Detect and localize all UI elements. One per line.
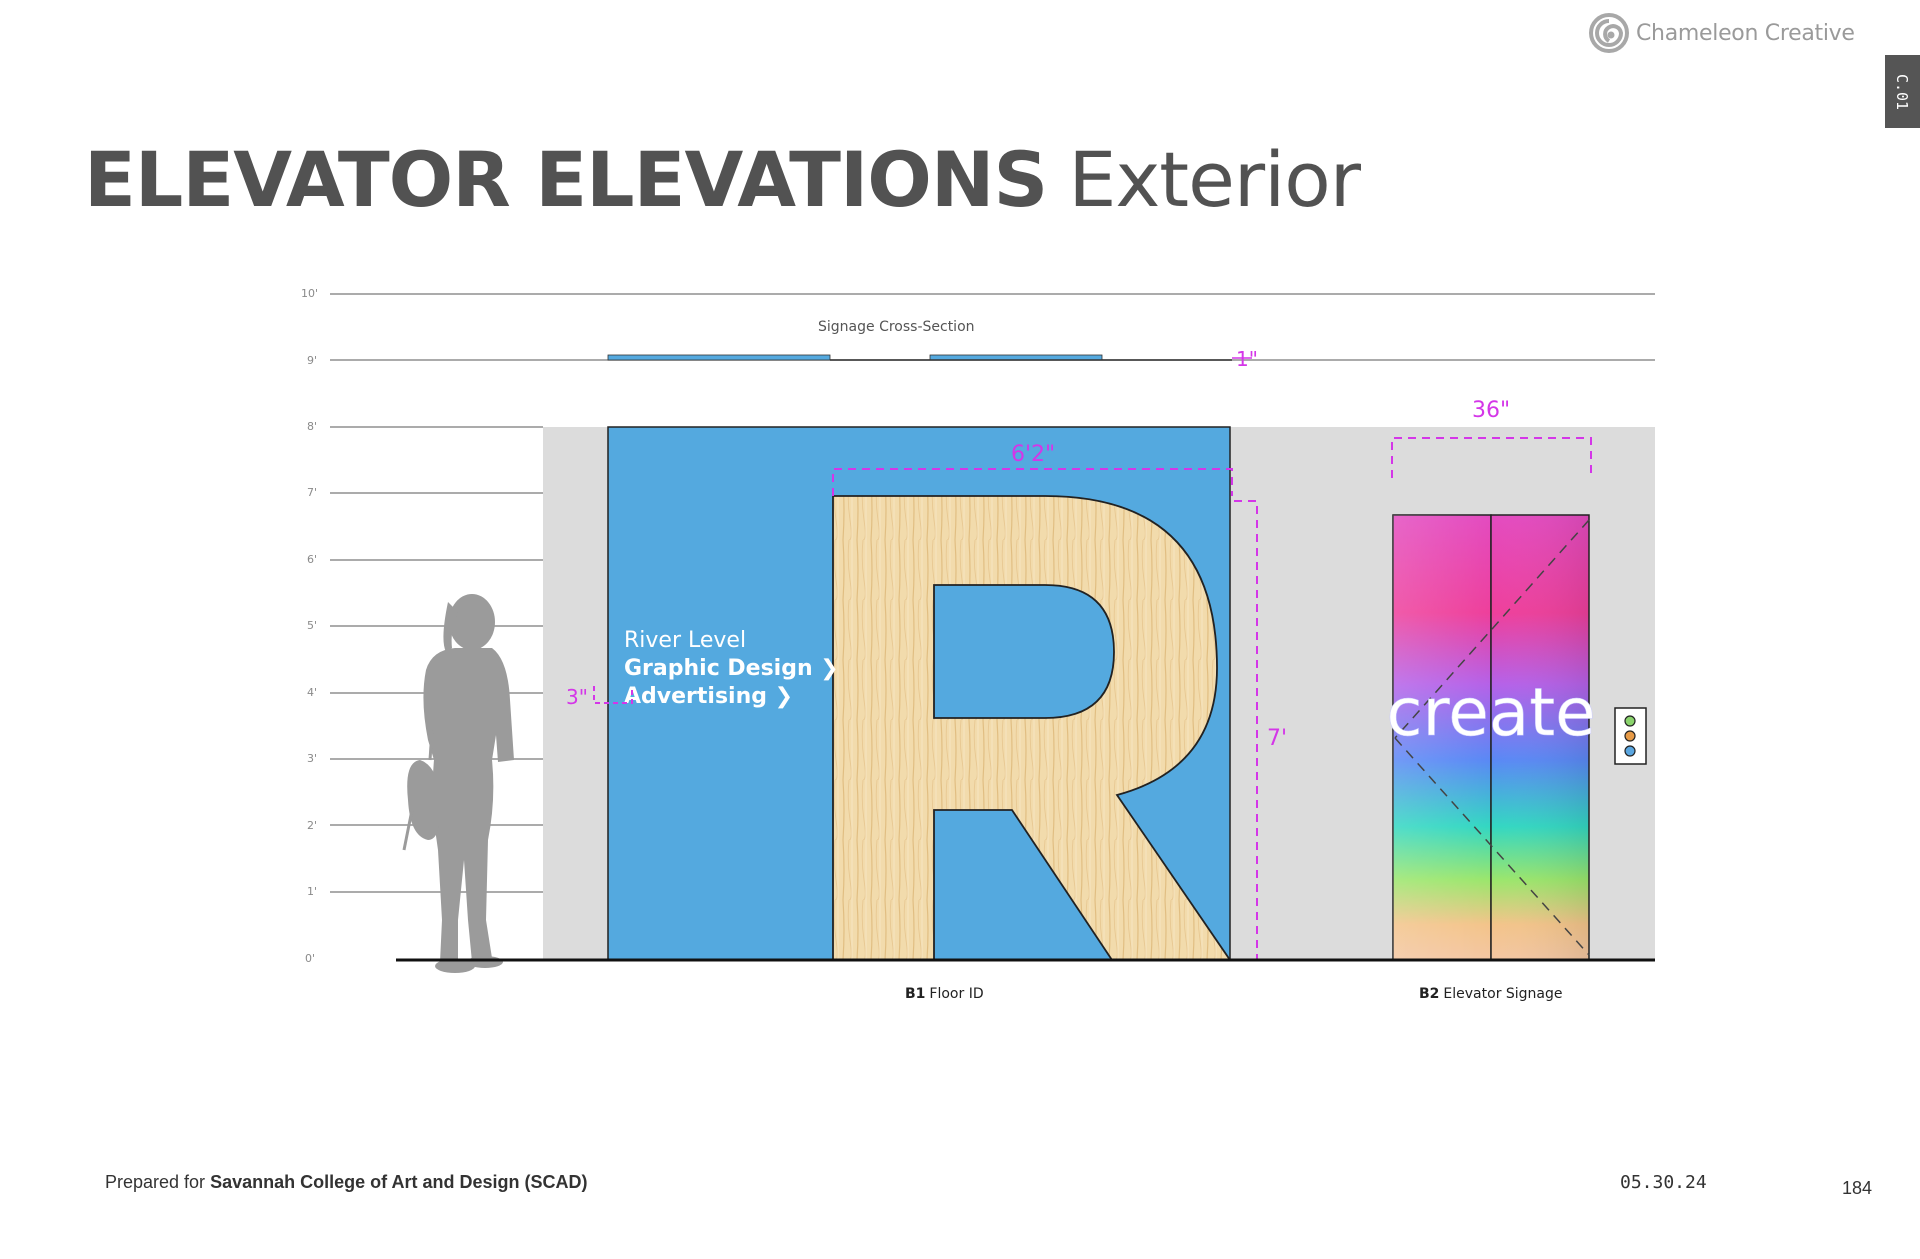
prepared-for: Prepared for Savannah College of Art and… <box>105 1172 587 1193</box>
client-name: Savannah College of Art and Design (SCAD… <box>210 1172 588 1192</box>
text-height-dim: 3" <box>566 685 588 709</box>
scale-label-0: 0' <box>305 952 315 965</box>
caption-b2-code: B2 <box>1419 986 1439 1002</box>
door-swing-line-1 <box>1394 519 1590 739</box>
spiral-icon <box>1589 13 1629 53</box>
scale-label-1: 1' <box>307 885 317 898</box>
human-scale-figure <box>402 594 514 973</box>
text-height-bracket <box>593 686 633 704</box>
page-title: ELEVATOR ELEVATIONS Exterior <box>84 133 1361 228</box>
caption-b1-label: Floor ID <box>929 986 983 1002</box>
title-bold: ELEVATOR ELEVATIONS <box>84 135 1048 224</box>
floor-id-height-bracket <box>1222 500 1258 961</box>
elevator-sign-word: create <box>1386 674 1596 751</box>
scale-label-6: 6' <box>307 553 317 566</box>
caption-b2-label: Elevator Signage <box>1443 986 1562 1002</box>
scale-label-2: 2' <box>307 819 317 832</box>
brand-name: Chameleon Creative <box>1636 20 1855 46</box>
floor-id-width-dim: 6'2" <box>1011 442 1055 467</box>
document-date: 05.30.24 <box>1620 1172 1707 1193</box>
scale-label-3: 3' <box>307 752 317 765</box>
title-light: Exterior <box>1068 135 1361 224</box>
cross-section-panel <box>607 354 831 361</box>
scale-label-10: 10' <box>301 287 318 300</box>
floor-id-width-bracket <box>832 468 1233 496</box>
floor-id-item-2: Advertising ❯ <box>624 684 793 709</box>
door-swing-line-2 <box>1394 737 1590 956</box>
cross-section-depth-dim: 1" <box>1236 347 1258 371</box>
call-indicator-green-icon <box>1624 715 1636 727</box>
cross-section-label: Signage Cross-Section <box>818 319 975 335</box>
floor-id-item-1: Graphic Design ❯ <box>624 656 839 681</box>
call-indicator-orange-icon <box>1624 730 1636 742</box>
prepared-prefix: Prepared for <box>105 1172 206 1192</box>
floor-id-dimensions <box>593 468 1258 961</box>
scale-label-4: 4' <box>307 686 317 699</box>
floor-id-letter-r <box>832 495 1232 961</box>
scale-label-8: 8' <box>307 420 317 433</box>
call-indicator-blue-icon <box>1624 745 1636 757</box>
floor-id-sign: River Level Graphic Design ❯ Advertising… <box>607 426 1232 961</box>
scale-label-7: 7' <box>307 486 317 499</box>
signage-cross-section: Signage Cross-Section 1" <box>607 319 1258 371</box>
page-number: 184 <box>1842 1178 1873 1198</box>
section-tab: C.01 <box>1885 55 1920 128</box>
elevator-signage: create <box>1386 514 1647 961</box>
elevator-sign-width-bracket <box>1391 437 1592 478</box>
floor-id-height-dim: 7' <box>1267 726 1287 751</box>
caption-b1-code: B1 <box>905 986 925 1002</box>
scale-label-9: 9' <box>307 354 317 367</box>
elevator-sign-width-dim: 36" <box>1472 398 1510 423</box>
scale-label-5: 5' <box>307 619 317 632</box>
floor-id-level: River Level <box>624 628 746 653</box>
brand-logo: Chameleon Creative <box>1588 12 1855 54</box>
elevator-door-sheen <box>1393 515 1589 960</box>
